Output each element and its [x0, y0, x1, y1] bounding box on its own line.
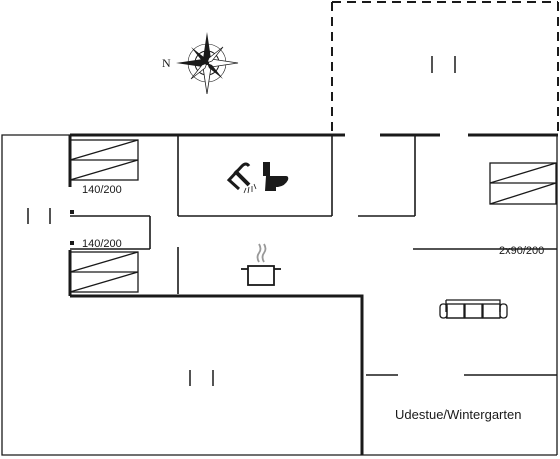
terrace-window-marks [431, 56, 456, 73]
interior-walls [70, 135, 557, 376]
bed-icon [69, 139, 139, 181]
bed-size-label: 2x90/200 [499, 245, 544, 257]
compass-rose-icon [176, 32, 239, 95]
compass-north-label: N [162, 56, 171, 70]
room-label-conservatory: Udestue/Wintergarten [395, 407, 521, 422]
door-stubs [70, 210, 74, 245]
cooking-pot-icon [241, 243, 281, 286]
shower-icon [226, 162, 257, 194]
sofa-icon [439, 299, 508, 319]
bed-icon [69, 251, 139, 293]
toilet-icon [263, 162, 289, 191]
bed-size-label: 140/200 [82, 184, 122, 196]
bed-size-label: 140/200 [82, 238, 122, 250]
bed-icon [489, 162, 557, 205]
outer-boundary [1, 134, 558, 456]
window-marks [27, 208, 214, 386]
terrace-outline [331, 1, 559, 133]
